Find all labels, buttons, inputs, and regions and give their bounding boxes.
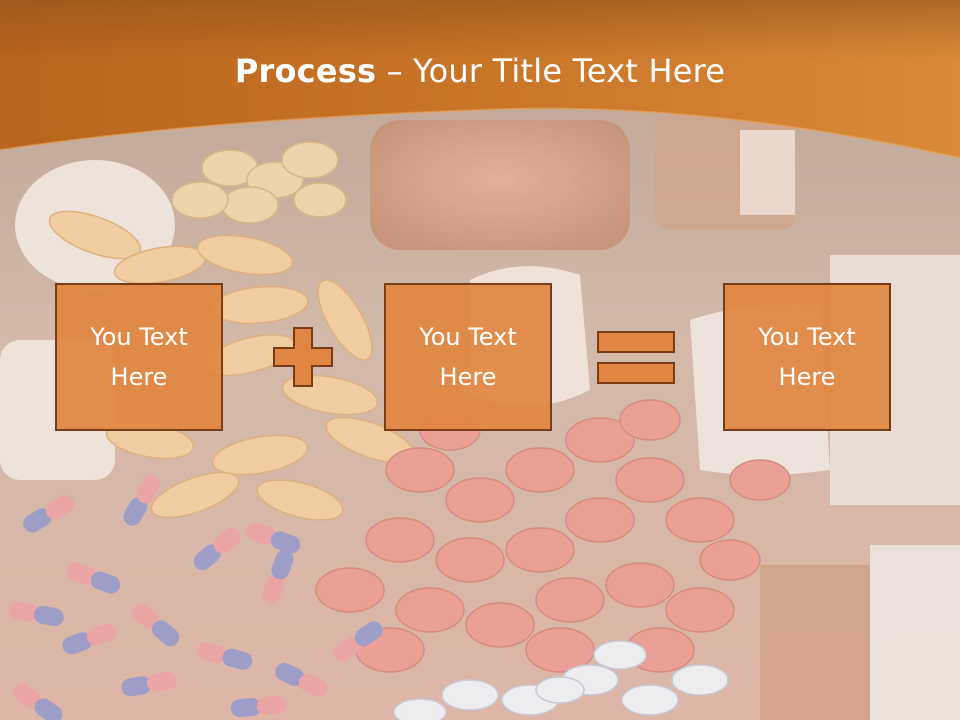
process-box-2-text: You Text Here [419,323,517,391]
process-box-2: You Text Here [384,283,552,431]
title-bold: Process [234,52,377,90]
process-box-1: You Text Here [55,283,223,431]
slide-title: Process – Your Title Text Here [0,52,960,90]
header-banner [0,0,960,159]
process-box-3: You Text Here [723,283,891,431]
title-rest: – Your Title Text Here [376,52,726,90]
equals-icon [597,331,675,384]
plus-icon [273,327,333,387]
process-box-3-text: You Text Here [758,323,856,391]
process-box-1-text: You Text Here [90,323,188,391]
